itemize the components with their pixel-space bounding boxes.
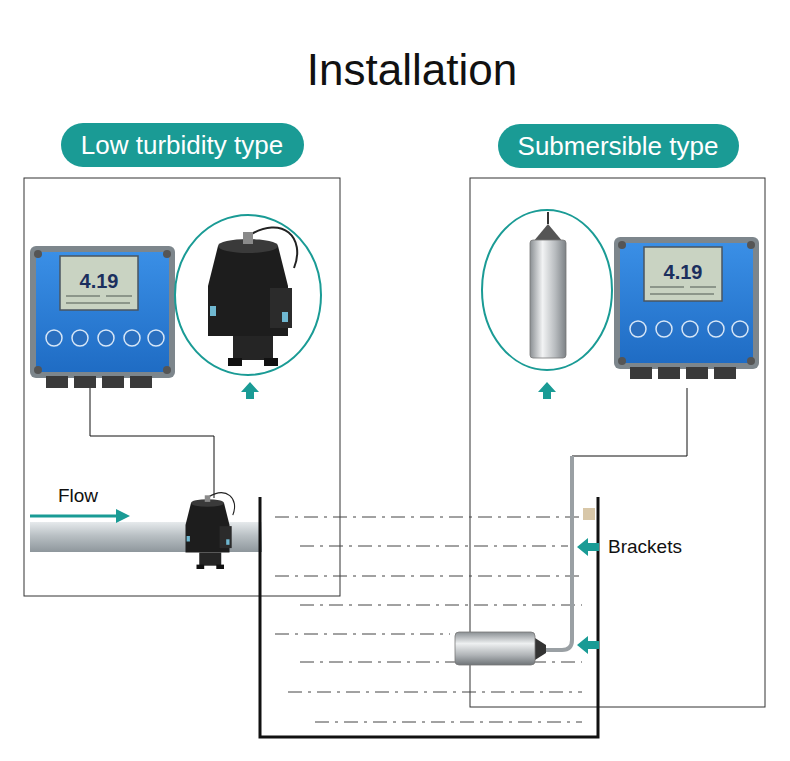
type-heading-pill: Submersible type	[498, 124, 739, 168]
type-heading: Low turbidity type	[81, 130, 283, 161]
page-title: Installation	[307, 45, 517, 95]
brackets-label: Brackets	[606, 536, 684, 558]
flow-label: Flow	[58, 485, 98, 507]
display-reading: 4.19	[664, 261, 703, 284]
display-reading: 4.19	[80, 270, 119, 293]
type-heading: Submersible type	[518, 131, 719, 162]
type-heading-pill: Low turbidity type	[61, 123, 304, 167]
